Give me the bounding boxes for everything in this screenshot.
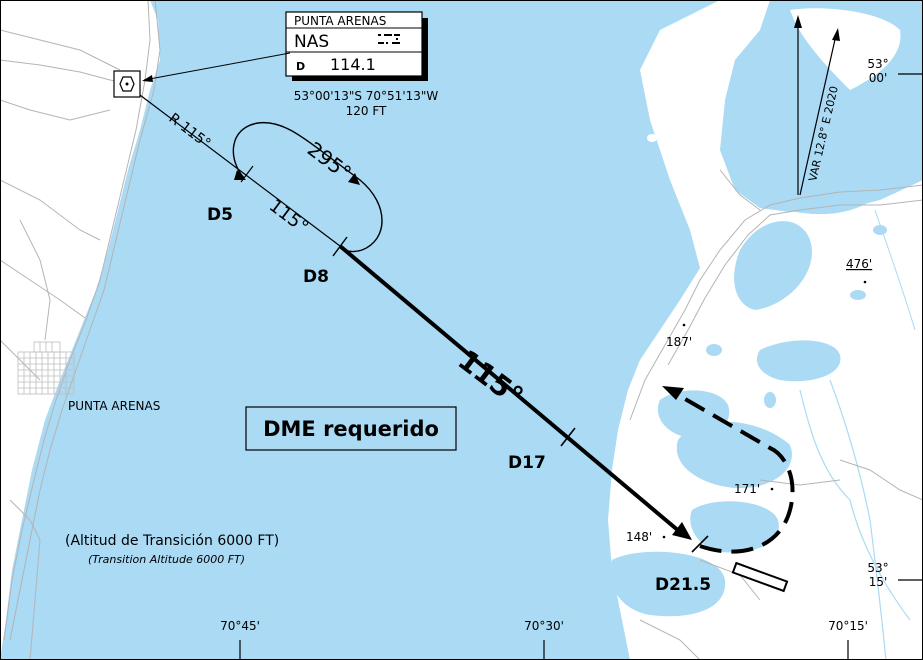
longitude-tick-3: 70°15' — [828, 619, 868, 633]
navaid-leader-arrow — [142, 75, 153, 82]
land-east — [608, 0, 923, 660]
lake-north — [748, 151, 886, 215]
spot-elevation-148-dot — [662, 535, 666, 539]
spot-elevation-476-dot — [863, 280, 867, 284]
magnetic-north-arrow — [799, 34, 837, 196]
dme-fix-d8: D8 — [303, 267, 329, 287]
navaid-coordinates: 53°00'13"S 70°51'13"W — [294, 89, 439, 103]
navaid-box — [285, 11, 428, 81]
approach-arrow-head — [672, 522, 692, 540]
spot-elevation-148: 148' — [626, 530, 652, 544]
lake-south-b — [676, 421, 792, 489]
land-patch-ne — [790, 8, 901, 90]
morse-code-icon — [378, 34, 400, 44]
city-grid-punta-arenas — [17, 341, 75, 395]
river-3 — [874, 209, 916, 331]
lake-south-c — [690, 501, 779, 553]
dme-tick-d21-5 — [691, 535, 709, 553]
river-1 — [829, 379, 887, 660]
land-islet-1 — [659, 96, 671, 104]
vor-icon — [113, 70, 141, 98]
spot-elevation-187-dot — [682, 323, 686, 327]
dme-note-text: DME requerido — [263, 417, 439, 441]
navaid-dme-prefix: D — [296, 60, 305, 73]
lake-east — [756, 340, 841, 382]
spot-elevation-171: 171' — [734, 482, 760, 496]
latitude-tick-1: 53°00' — [867, 57, 888, 85]
runway — [731, 561, 789, 593]
approach-track — [338, 244, 682, 534]
spot-elevation-187: 187' — [666, 335, 692, 349]
dme-fix-d21-5: D21.5 — [655, 575, 711, 595]
dme-tick-d5 — [240, 165, 254, 183]
lake-small-4 — [644, 325, 656, 335]
land-islet-3 — [686, 157, 694, 163]
land-north-peninsula — [640, 0, 790, 268]
transition-altitude-en: (Transition Altitude 6000 FT) — [88, 553, 245, 566]
river-2 — [799, 389, 911, 621]
spot-elevation-171-dot — [770, 487, 774, 491]
longitude-tick-1: 70°45' — [220, 619, 260, 633]
magnetic-north-arrow-head — [832, 28, 840, 41]
spot-elevation-476: 476' — [846, 257, 872, 271]
dme-fix-d17: D17 — [508, 453, 546, 473]
lake-small-3 — [764, 392, 776, 408]
lake-small-1 — [706, 344, 722, 356]
navaid-leader-line — [143, 52, 291, 81]
navaid-frequency: 114.1 — [330, 55, 376, 74]
city-label: PUNTA ARENAS — [68, 399, 160, 413]
navaid-name: PUNTA ARENAS — [294, 14, 386, 28]
navaid-elevation: 120 FT — [346, 104, 387, 118]
lake-center — [734, 221, 812, 310]
lake-bay-sw — [610, 551, 726, 617]
roads-east — [629, 169, 923, 660]
holding-pattern — [232, 121, 383, 253]
land-islet-2 — [647, 134, 657, 142]
dme-tick-d17 — [560, 427, 576, 447]
lake-small-5 — [873, 225, 887, 235]
lake-small-2 — [850, 290, 866, 300]
navaid-ident: NAS — [294, 32, 329, 52]
holding-arrow-head — [348, 173, 360, 185]
longitude-tick-2: 70°30' — [524, 619, 564, 633]
transition-altitude-es: (Altitud de Transición 6000 FT) — [65, 533, 279, 549]
true-north-arrow-head — [794, 15, 802, 28]
holding-arrow-head-2 — [234, 170, 246, 180]
dme-tick-d8 — [332, 236, 348, 257]
land-west — [0, 0, 160, 660]
circling-dashed — [678, 394, 795, 554]
latitude-tick-2: 53°15' — [867, 561, 888, 589]
dme-fix-d5: D5 — [207, 205, 233, 225]
dme-note-box — [245, 406, 457, 451]
circling-arrow-head — [662, 386, 684, 400]
radial-line — [127, 85, 341, 247]
